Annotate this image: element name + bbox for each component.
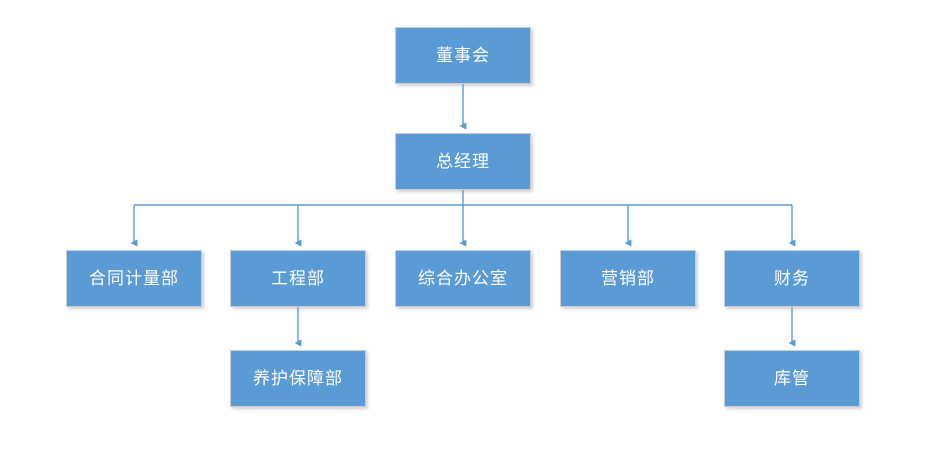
node-finance-dept-label: 财务 bbox=[774, 269, 810, 288]
node-contract-measurement-dept[interactable]: 合同计量部 bbox=[66, 250, 202, 307]
node-maintenance-support-dept-label: 养护保障部 bbox=[253, 369, 343, 388]
node-general-manager[interactable]: 总经理 bbox=[395, 133, 531, 190]
node-general-office[interactable]: 综合办公室 bbox=[395, 250, 531, 307]
node-contract-measurement-dept-label: 合同计量部 bbox=[89, 269, 179, 288]
node-marketing-dept-label: 营销部 bbox=[601, 269, 655, 288]
node-engineering-dept[interactable]: 工程部 bbox=[230, 250, 366, 307]
node-board[interactable]: 董事会 bbox=[395, 27, 531, 84]
node-general-office-label: 综合办公室 bbox=[418, 269, 508, 288]
node-engineering-dept-label: 工程部 bbox=[271, 269, 325, 288]
node-warehouse-management-label: 库管 bbox=[774, 369, 810, 388]
node-maintenance-support-dept[interactable]: 养护保障部 bbox=[230, 350, 366, 407]
node-general-manager-label: 总经理 bbox=[436, 152, 490, 171]
node-warehouse-management[interactable]: 库管 bbox=[724, 350, 860, 407]
node-board-label: 董事会 bbox=[436, 46, 490, 65]
node-marketing-dept[interactable]: 营销部 bbox=[560, 250, 696, 307]
node-finance-dept[interactable]: 财务 bbox=[724, 250, 860, 307]
